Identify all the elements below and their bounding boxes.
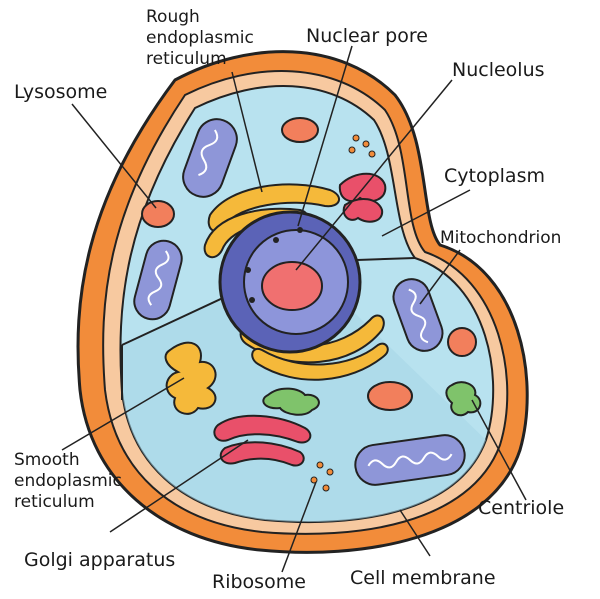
label-nucleolus: Nucleolus xyxy=(452,59,545,81)
leader-cytoplasm xyxy=(381,189,471,237)
mitochondrion-left xyxy=(133,239,183,321)
mitochondria xyxy=(133,118,466,486)
smooth-er-shape xyxy=(164,341,217,415)
centrioles xyxy=(262,381,482,417)
leader-ribosome xyxy=(281,481,317,573)
label-cell-membrane: Cell membrane xyxy=(350,567,496,589)
label-centriole: Centriole xyxy=(478,497,564,519)
leader-rough-er xyxy=(231,71,263,193)
label-mitochondrion: Mitochondrion xyxy=(440,228,561,248)
leader-golgi xyxy=(109,439,249,533)
mitochondrion-right xyxy=(392,278,444,352)
label-golgi: Golgi apparatus xyxy=(24,549,175,571)
nucleus xyxy=(218,210,362,354)
leader-smooth-er xyxy=(61,377,185,451)
leader-cell-membrane xyxy=(399,509,431,557)
mitochondrion-top-left xyxy=(182,118,238,198)
mitochondrion-bottom xyxy=(354,434,466,486)
label-rough-er: Rough endoplasmic reticulum xyxy=(146,7,259,69)
leader-centriole xyxy=(471,399,527,501)
leader-nucleolus xyxy=(295,79,453,271)
leader-lines xyxy=(61,45,527,573)
golgi-shapes xyxy=(213,172,387,467)
label-lysosome: Lysosome xyxy=(14,81,107,103)
labels: Rough endoplasmic reticulum Nuclear pore… xyxy=(14,7,564,593)
ribosome-dots xyxy=(310,134,376,492)
leader-nuclear-pore xyxy=(297,45,353,227)
lysosomes xyxy=(141,117,477,411)
label-nuclear-pore: Nuclear pore xyxy=(306,25,428,47)
label-ribosome: Ribosome xyxy=(212,571,306,593)
leader-mitochondrion xyxy=(419,249,461,305)
label-smooth-er: Smooth endoplasmic reticulum xyxy=(14,450,127,512)
nucleolus-shape xyxy=(261,261,323,311)
leader-lysosome xyxy=(71,103,157,209)
label-cytoplasm: Cytoplasm xyxy=(444,165,545,187)
